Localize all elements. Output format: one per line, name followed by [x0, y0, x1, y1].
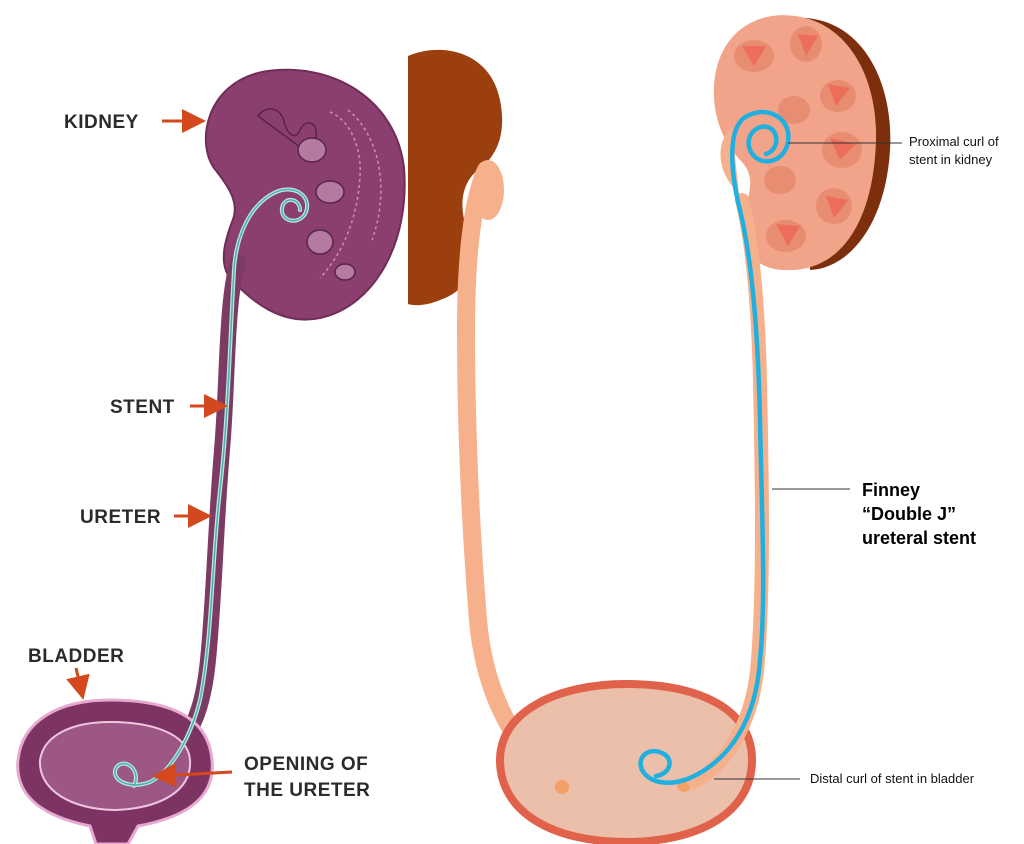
label-stent-title-line1: Finney: [862, 480, 920, 500]
label-ureter: URETER: [80, 507, 161, 528]
label-kidney: KIDNEY: [64, 112, 139, 133]
label-opening-line2: THE URETER: [244, 780, 370, 801]
label-proximal-line1: Proximal curl of: [909, 134, 999, 149]
left-illustration: KIDNEY STENT URETER BLADDER OPENING OF T…: [18, 70, 405, 844]
right-schematic: Proximal curl of stent in kidney Finney …: [408, 15, 999, 842]
schematic-left-ureter: [466, 170, 556, 786]
label-bladder: BLADDER: [28, 646, 124, 667]
label-stent-title-line3: ureteral stent: [862, 528, 976, 548]
label-distal: Distal curl of stent in bladder: [810, 771, 975, 786]
arrow-bladder: [76, 668, 82, 694]
schematic-left-pelvis: [472, 160, 504, 220]
schematic-left-orifice: [555, 780, 569, 794]
label-opening-line1: OPENING OF: [244, 754, 368, 775]
label-proximal-line2: stent in kidney: [909, 152, 993, 167]
label-stent: STENT: [110, 397, 175, 418]
label-stent-title-line2: “Double J”: [862, 504, 956, 524]
